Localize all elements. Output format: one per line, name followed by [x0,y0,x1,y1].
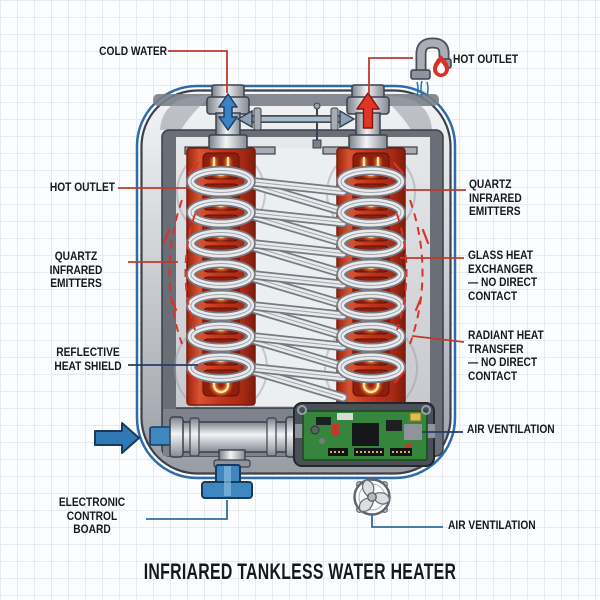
label-cold-water: COLD WATER [99,44,167,58]
label-glass-exchanger: GLASS HEAT EXCHANGER — NO DIRECT CONTACT [468,248,538,303]
fan-icon [353,478,393,516]
flame-icon [433,55,449,77]
label-radiant-transfer: RADIANT HEAT TRANSFER — NO DIRECT CONTAC… [468,328,544,383]
label-hot-outlet-left: HOT OUTLET [49,180,116,194]
water-drip-icon [416,80,429,98]
leader-lines [118,50,466,528]
leader-cold-water [168,50,228,93]
cold-water-arrow-icon [218,93,238,131]
circuit-board [293,402,435,467]
leader-electronic [146,500,228,520]
leader-hot-outlet-top [368,57,413,94]
control-valve [201,464,253,499]
label-hot-outlet-top: HOT OUTLET [453,52,519,66]
label-air-vent-bottom: AIR VENTILATION [448,518,536,532]
vent-mount [404,424,422,440]
label-reflective-shield: REFLECTIVE HEAT SHIELD [54,345,122,373]
leader-radiant [411,335,465,343]
hot-water-arrow-icon [356,92,380,129]
crossflow-rod [236,107,356,131]
label-air-vent-top: AIR VENTILATION [467,422,555,436]
water-inlet-arrow-icon [94,422,140,454]
label-quartz-right: QUARTZ INFRARED EMITTERS [469,177,522,218]
radiant-heat-dashes [162,161,430,384]
label-quartz-left: QUARTZ INFRARED EMITTERS [49,249,103,290]
label-electronic-board: ELECTRONIC CONTROL BOARD [58,495,126,536]
leader-air-vent-bottom [371,514,443,528]
diagram-title: INFRIARED TANKLESS WATER HEATER [143,559,457,584]
temperature-sensor [312,102,322,149]
